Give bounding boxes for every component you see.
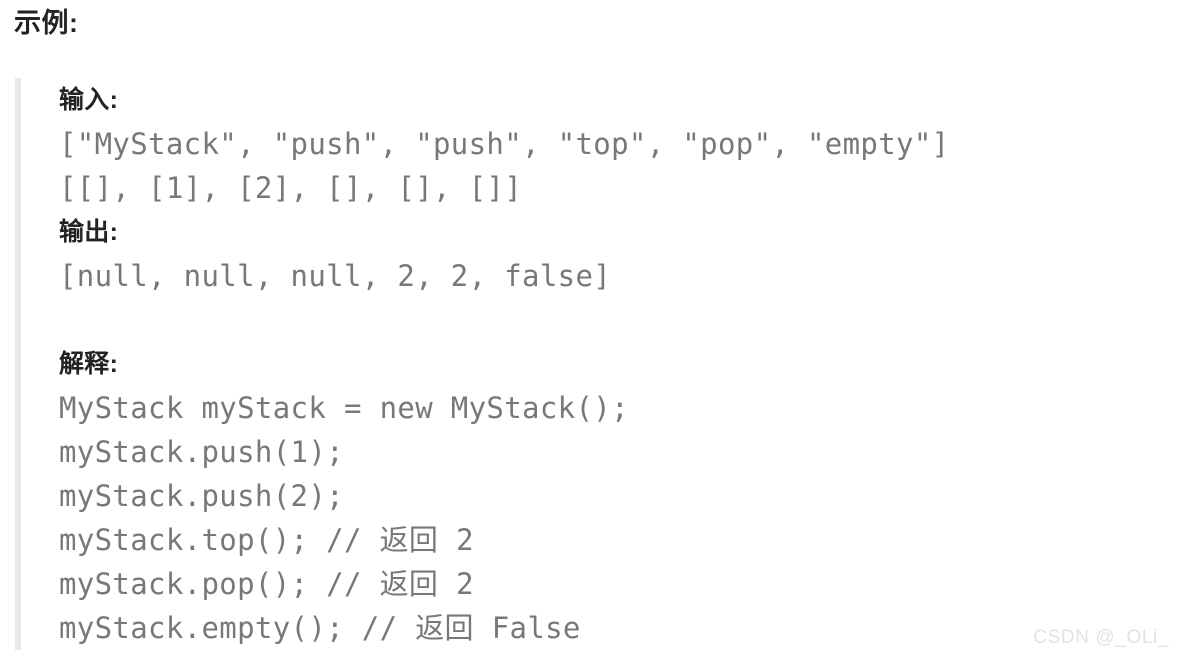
- code-line: ["MyStack", "push", "push", "top", "pop"…: [59, 127, 950, 161]
- csdn-watermark: CSDN @_OLi_: [1033, 627, 1169, 648]
- code-section-label: 输出:: [59, 218, 119, 246]
- code-section-label: 解释:: [59, 350, 119, 378]
- example-blockquote: 输入: ["MyStack", "push", "push", "top", "p…: [15, 78, 1165, 650]
- example-content: 输入: ["MyStack", "push", "push", "top", "p…: [59, 78, 1159, 650]
- code-line: myStack.pop(); // 返回 2: [59, 567, 474, 601]
- code-line: myStack.top(); // 返回 2: [59, 523, 474, 557]
- code-line: myStack.empty(); // 返回 False: [59, 611, 581, 645]
- code-line: MyStack myStack = new MyStack();: [59, 391, 629, 425]
- code-line: [null, null, null, 2, 2, false]: [59, 259, 612, 293]
- code-line: myStack.push(1);: [59, 435, 344, 469]
- code-line: [[], [1], [2], [], [], []]: [59, 171, 523, 205]
- page-title: 示例:: [14, 8, 79, 38]
- code-section-label: 输入:: [59, 86, 119, 114]
- code-line: myStack.push(2);: [59, 479, 344, 513]
- code-blank-line: [59, 298, 1159, 342]
